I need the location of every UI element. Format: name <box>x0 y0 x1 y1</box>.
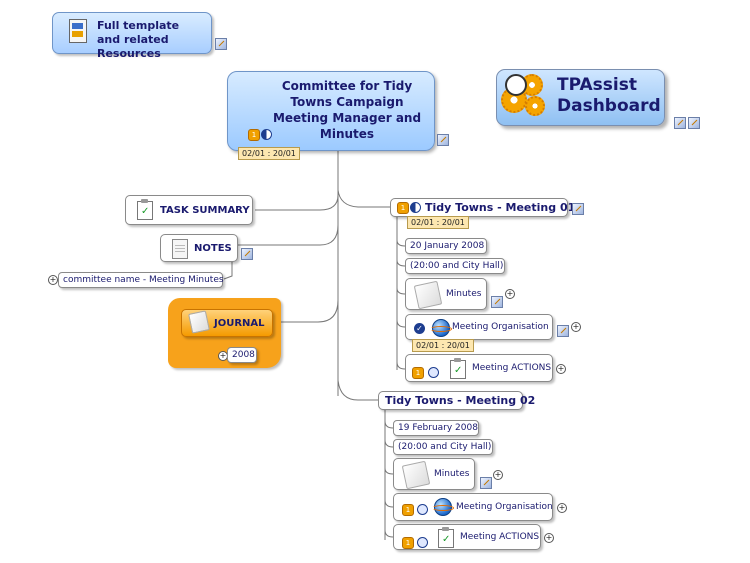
expand-icon[interactable]: + <box>571 322 581 332</box>
checklist-icon: ✓ <box>137 199 153 220</box>
minutes-label: Minutes <box>446 289 482 299</box>
clock-icon <box>505 74 527 96</box>
central-date-tag: 02/01 : 20/01 <box>238 147 300 160</box>
meeting-02-title: Tidy Towns - Meeting 02 <box>385 394 536 407</box>
notes-topic[interactable]: NOTES <box>160 234 238 262</box>
progress-half-icon <box>410 202 421 213</box>
journal-year-topic[interactable]: 2008 <box>227 347 257 363</box>
meeting-02-date[interactable]: 19 February 2008 <box>393 420 479 436</box>
done-check-icon: ✓ <box>414 323 425 334</box>
checklist-icon: ✓ <box>450 358 466 379</box>
task-summary-label: TASK SUMMARY <box>160 204 250 216</box>
meeting-01-organisation[interactable]: ✓ Meeting Organisation <box>405 314 553 340</box>
expand-icon[interactable]: + <box>493 470 503 480</box>
document-icon <box>172 239 188 259</box>
journal-topic[interactable]: JOURNAL <box>181 309 273 337</box>
note-icon[interactable] <box>557 325 569 337</box>
resources-topic[interactable]: Full template and related Resources <box>52 12 212 60</box>
meeting-02-actions[interactable]: 1 ✓ Meeting ACTIONS <box>393 524 541 550</box>
note-icon[interactable] <box>572 203 584 215</box>
priority-icon: 1 <box>402 504 414 516</box>
journal-label: JOURNAL <box>214 317 265 329</box>
progress-empty-icon <box>417 537 428 548</box>
note-icon[interactable] <box>491 296 503 308</box>
meeting-01-minutes[interactable]: Minutes <box>405 278 487 310</box>
task-summary-topic[interactable]: ✓ TASK SUMMARY <box>125 195 253 225</box>
gear-icon <box>525 96 545 116</box>
meeting-02-organisation[interactable]: 1 Meeting Organisation <box>393 493 553 521</box>
paper-icon <box>401 460 431 490</box>
resources-icon <box>69 19 87 43</box>
organisation-label: Meeting Organisation <box>452 322 549 332</box>
priority-icon: 1 <box>248 129 260 141</box>
priority-icon: 1 <box>402 537 414 549</box>
meeting-02-time-place[interactable]: (20:00 and City Hall) <box>393 439 493 455</box>
dashboard-topic[interactable]: TPAssist Dashboard <box>496 69 665 126</box>
expand-icon[interactable]: + <box>544 533 554 543</box>
expand-icon[interactable]: + <box>505 289 515 299</box>
progress-empty-icon <box>428 367 439 378</box>
meeting-01-actions[interactable]: 1 ✓ Meeting ACTIONS <box>405 354 553 382</box>
priority-icon: 1 <box>412 367 424 379</box>
resources-label: Full template and related Resources <box>97 19 180 60</box>
progress-half-icon <box>261 129 272 140</box>
checklist-icon: ✓ <box>438 527 454 548</box>
paper-icon <box>413 280 443 310</box>
organisation-label: Meeting Organisation <box>456 502 553 512</box>
meeting-01-date[interactable]: 20 January 2008 <box>405 238 487 254</box>
paper-icon <box>188 310 210 334</box>
note-icon[interactable] <box>241 248 253 260</box>
dashboard-title-line1: TPAssist <box>557 75 637 95</box>
meeting-02-minutes[interactable]: Minutes <box>393 458 475 490</box>
globe-icon <box>432 498 454 516</box>
actions-label: Meeting ACTIONS <box>472 363 552 373</box>
central-topic[interactable]: Committee for Tidy Towns Campaign Meetin… <box>227 71 435 151</box>
dashboard-title-line2: Dashboard <box>557 96 661 116</box>
notes-label: NOTES <box>194 242 232 254</box>
meeting-01-date-tag: 02/01 : 20/01 <box>407 216 469 229</box>
expand-icon[interactable]: + <box>556 364 566 374</box>
link-icon[interactable] <box>674 117 686 129</box>
expand-icon[interactable]: + <box>557 503 567 513</box>
link-icon[interactable] <box>215 38 227 50</box>
meeting-01-time-place[interactable]: (20:00 and City Hall) <box>405 258 505 274</box>
note-icon[interactable] <box>480 477 492 489</box>
meeting-01-title: Tidy Towns - Meeting 01 <box>425 201 576 214</box>
priority-icon: 1 <box>397 202 409 214</box>
meeting-01-topic[interactable]: 1 Tidy Towns - Meeting 01 <box>390 198 575 217</box>
central-title: Committee for Tidy Towns Campaign Meetin… <box>272 79 422 141</box>
note-icon[interactable] <box>688 117 700 129</box>
actions-label: Meeting ACTIONS <box>460 532 540 542</box>
note-icon[interactable] <box>437 134 449 146</box>
meeting-01-organisation-date: 02/01 : 20/01 <box>412 339 474 352</box>
globe-icon <box>430 319 452 337</box>
committee-name-topic[interactable]: committee name - Meeting Minutes <box>58 272 224 288</box>
minutes-label: Minutes <box>434 469 470 479</box>
progress-empty-icon <box>417 504 428 515</box>
meeting-02-topic[interactable]: Tidy Towns - Meeting 02 <box>378 391 535 410</box>
expand-icon[interactable]: + <box>48 275 58 285</box>
